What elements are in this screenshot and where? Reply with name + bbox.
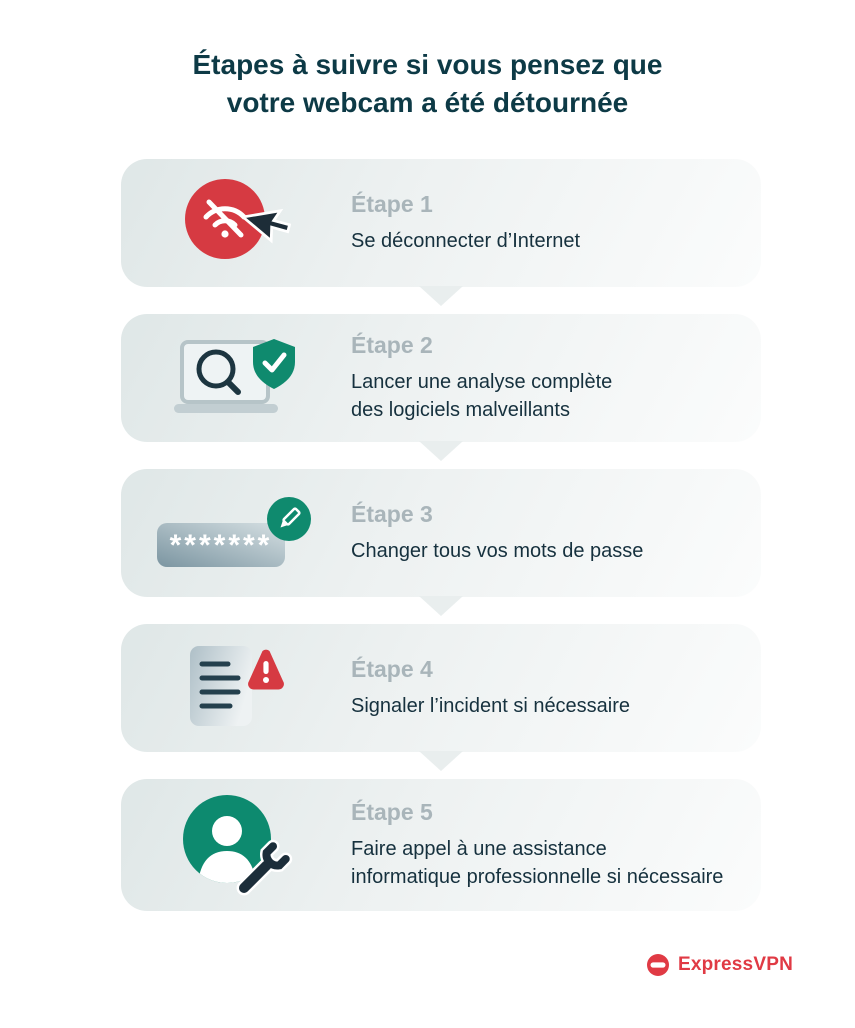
page-title-line1: Étapes à suivre si vous pensez que (192, 49, 663, 80)
step-1-text: Étape 1 Se déconnecter d’Internet (327, 191, 735, 255)
step-label: Étape 2 (351, 331, 433, 358)
password-field-icon (157, 523, 285, 568)
step-5-icon-wrap (147, 793, 327, 897)
support-wrench-icon (183, 795, 293, 896)
magnifier-icon (196, 349, 241, 396)
step-card-3: ******* Étape 3 Changer tous vos mots de… (121, 469, 761, 598)
step-description: Changer tous vos mots de passe (351, 539, 644, 562)
step-2-text: Étape 2 Lancer une analyse complète des … (327, 332, 735, 425)
step-label: Étape 3 (351, 500, 433, 527)
step-3-text: Étape 3 Changer tous vos mots de passe (327, 501, 735, 565)
step-description: Faire appel à une assistance informatiqu… (351, 837, 724, 889)
wifi-off-cursor-icon (185, 179, 291, 260)
steps-list: Étape 1 Se déconnecter d’Internet (121, 159, 761, 912)
step-4-text: Étape 4 Signaler l’incident si nécessair… (327, 656, 735, 720)
warning-icon (248, 649, 284, 690)
step-label: Étape 5 (351, 798, 433, 825)
step-card-5: Étape 5 Faire appel à une assistance inf… (121, 779, 761, 912)
page-title: Étapes à suivre si vous pensez que votre… (78, 46, 778, 121)
step-card-2: Étape 2 Lancer une analyse complète des … (121, 314, 761, 443)
step-3-icon-wrap: ******* (147, 493, 327, 573)
step-5-text: Étape 5 Faire appel à une assistance inf… (327, 799, 735, 892)
step-card-4: Étape 4 Signaler l’incident si nécessair… (121, 624, 761, 753)
cursor-icon (239, 208, 291, 244)
expressvpn-logo-text: ExpressVPN (677, 954, 793, 975)
pencil-edit-icon (267, 497, 311, 542)
step-2-icon-wrap (147, 332, 327, 424)
step-1-icon-wrap (147, 177, 327, 269)
expressvpn-logo: ExpressVPN (645, 952, 793, 978)
step-description: Lancer une analyse complète des logiciel… (351, 370, 613, 422)
report-warning-icon (190, 646, 284, 727)
step-label: Étape 1 (351, 190, 433, 217)
step-4-icon-wrap (147, 642, 327, 734)
wrench-icon (236, 839, 293, 896)
laptop-scan-shield-icon (174, 339, 295, 414)
document-icon (190, 646, 252, 727)
step-description: Se déconnecter d’Internet (351, 229, 581, 252)
step-description: Signaler l’incident si nécessaire (351, 694, 631, 717)
page-title-line2: votre webcam a été détournée (226, 86, 629, 118)
shield-check-icon (253, 339, 295, 390)
step-card-1: Étape 1 Se déconnecter d’Internet (121, 159, 761, 288)
expressvpn-logo-icon (646, 954, 669, 976)
password-mask-text: ******* (170, 529, 273, 562)
step-label: Étape 4 (351, 655, 433, 682)
password-edit-icon: ******* (157, 497, 311, 568)
